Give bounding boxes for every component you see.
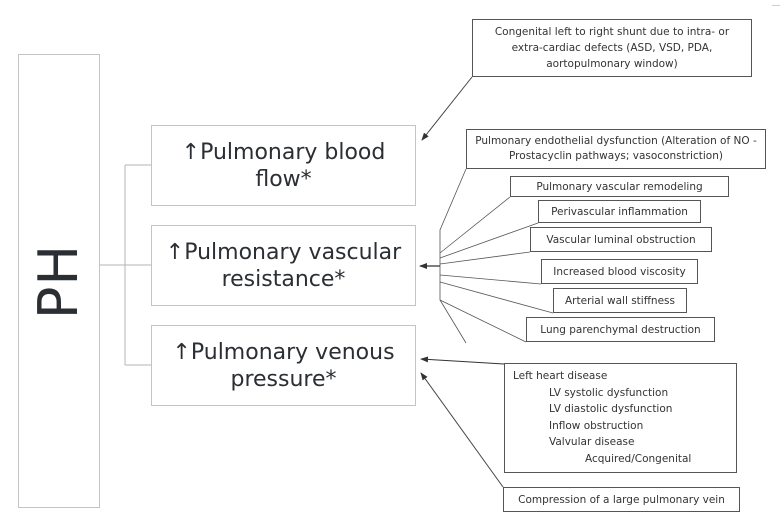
root-node-ph: PH bbox=[18, 54, 100, 508]
main-node-label: Pulmonary blood flow* bbox=[200, 139, 386, 192]
fan-line-stiffness bbox=[439, 281, 554, 314]
left-heart-sub-item: Acquired/Congenital bbox=[585, 452, 692, 465]
arrow-left-heart-to-venous bbox=[420, 356, 505, 365]
fan-line-remodeling bbox=[439, 196, 511, 254]
fan-line-obstruction bbox=[439, 251, 531, 265]
cause-label: Pulmonary vascular remodeling bbox=[536, 180, 703, 193]
cause-endothelial-dysfunction: Pulmonary endothelial dysfunction (Alter… bbox=[466, 129, 766, 169]
cause-label: Arterial wall stiffness bbox=[565, 294, 675, 307]
cause-left-heart-disease: Left heart disease LV systolic dysfuncti… bbox=[504, 363, 737, 473]
main-node-vascular-resistance: ↑Pulmonary vascular resistance* bbox=[151, 225, 416, 306]
cause-vascular-remodeling: Pulmonary vascular remodeling bbox=[510, 176, 729, 197]
fan-line-viscosity bbox=[439, 274, 542, 285]
cause-label: Congenital left to right shunt due to in… bbox=[494, 26, 730, 70]
cause-label: Compression of a large pulmonary vein bbox=[518, 493, 725, 506]
cause-perivascular-inflammation: Perivascular inflammation bbox=[538, 200, 701, 223]
fan-line-inflammation bbox=[439, 222, 539, 259]
tree-bracket bbox=[100, 164, 151, 366]
cause-arterial-stiffness: Arterial wall stiffness bbox=[553, 288, 687, 313]
cause-congenital-shunt: Congenital left to right shunt due to in… bbox=[472, 19, 752, 77]
main-node-blood-flow: ↑Pulmonary blood flow* bbox=[151, 125, 416, 206]
corner-mark bbox=[772, 5, 780, 6]
main-node-label: Pulmonary venous pressure* bbox=[190, 339, 395, 392]
cause-label: Perivascular inflammation bbox=[551, 205, 688, 218]
cause-blood-viscosity: Increased blood viscosity bbox=[541, 259, 698, 284]
cause-pulmonary-vein-compression: Compression of a large pulmonary vein bbox=[503, 487, 740, 512]
up-arrow-icon: ↑ bbox=[181, 139, 201, 165]
main-node-label: Pulmonary vascular resistance* bbox=[184, 239, 402, 292]
cause-label: Lung parenchymal destruction bbox=[540, 323, 701, 336]
cause-label: Vascular luminal obstruction bbox=[546, 233, 696, 246]
cause-parenchymal-destruction: Lung parenchymal destruction bbox=[526, 317, 715, 342]
resistance-fan bbox=[439, 168, 554, 344]
left-heart-disease-title: Left heart disease bbox=[513, 370, 608, 382]
fan-line-parenchymal bbox=[439, 299, 527, 343]
left-heart-item: LV diastolic dysfunction bbox=[549, 403, 673, 415]
left-heart-item: Valvular disease bbox=[549, 436, 635, 448]
up-arrow-icon: ↑ bbox=[165, 239, 185, 265]
cause-label: Pulmonary endothelial dysfunction (Alter… bbox=[475, 135, 757, 162]
arrow-compression-to-venous bbox=[420, 372, 504, 488]
left-heart-item: LV systolic dysfunction bbox=[549, 386, 669, 399]
main-node-venous-pressure: ↑Pulmonary venous pressure* bbox=[151, 325, 416, 406]
root-label: PH bbox=[27, 243, 91, 319]
left-heart-item: Inflow obstruction bbox=[549, 419, 644, 432]
arrow-shunt-to-blood-flow bbox=[421, 76, 473, 141]
cause-luminal-obstruction: Vascular luminal obstruction bbox=[530, 227, 712, 252]
up-arrow-icon: ↑ bbox=[172, 339, 191, 365]
fan-line-endothelial bbox=[439, 168, 467, 344]
cause-label: Increased blood viscosity bbox=[553, 265, 686, 278]
